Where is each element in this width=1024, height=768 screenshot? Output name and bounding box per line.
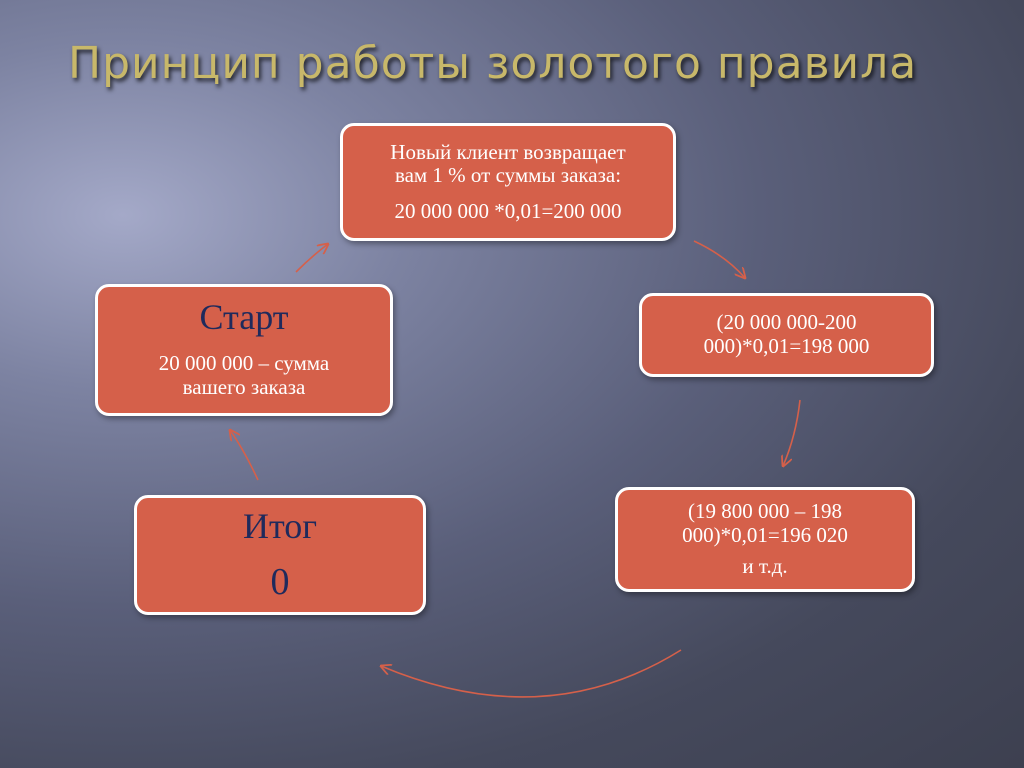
- node-step3-calculation: (19 800 000 – 198 000)*0,01=196 020 и т.…: [615, 487, 915, 592]
- start-text: вашего заказа: [182, 374, 306, 399]
- result-value: 0: [270, 561, 290, 604]
- node-formula: (19 800 000 – 198: [688, 499, 842, 524]
- arrow-step3-to-result: [381, 649, 682, 698]
- arrow-result-to-start: [230, 430, 259, 481]
- arrow-new-client-to-step2: [693, 240, 745, 278]
- arrow-step2-to-step3: [783, 399, 801, 466]
- slide-title: Принцип работы золотого правила: [68, 38, 918, 89]
- node-formula: 20 000 000 *0,01=200 000: [394, 198, 622, 223]
- node-text: вам 1 % от суммы заказа:: [394, 163, 622, 188]
- start-heading: Старт: [199, 297, 289, 337]
- arrow-start-to-new-client: [295, 244, 328, 273]
- node-text: и т.д.: [742, 554, 788, 579]
- node-formula: 000)*0,01=198 000: [703, 334, 870, 358]
- node-formula: (20 000 000-200: [716, 310, 857, 335]
- node-start: Старт 20 000 000 – сумма вашего заказа: [95, 284, 393, 416]
- node-result: Итог 0: [134, 495, 426, 615]
- node-text: Новый клиент возвращает: [390, 139, 626, 164]
- start-text: 20 000 000 – сумма: [158, 351, 330, 376]
- node-new-client-return: Новый клиент возвращает вам 1 % от суммы…: [340, 123, 676, 241]
- result-heading: Итог: [242, 506, 318, 546]
- node-step2-calculation: (20 000 000-200 000)*0,01=198 000: [639, 293, 934, 377]
- node-formula: 000)*0,01=196 020: [682, 522, 848, 547]
